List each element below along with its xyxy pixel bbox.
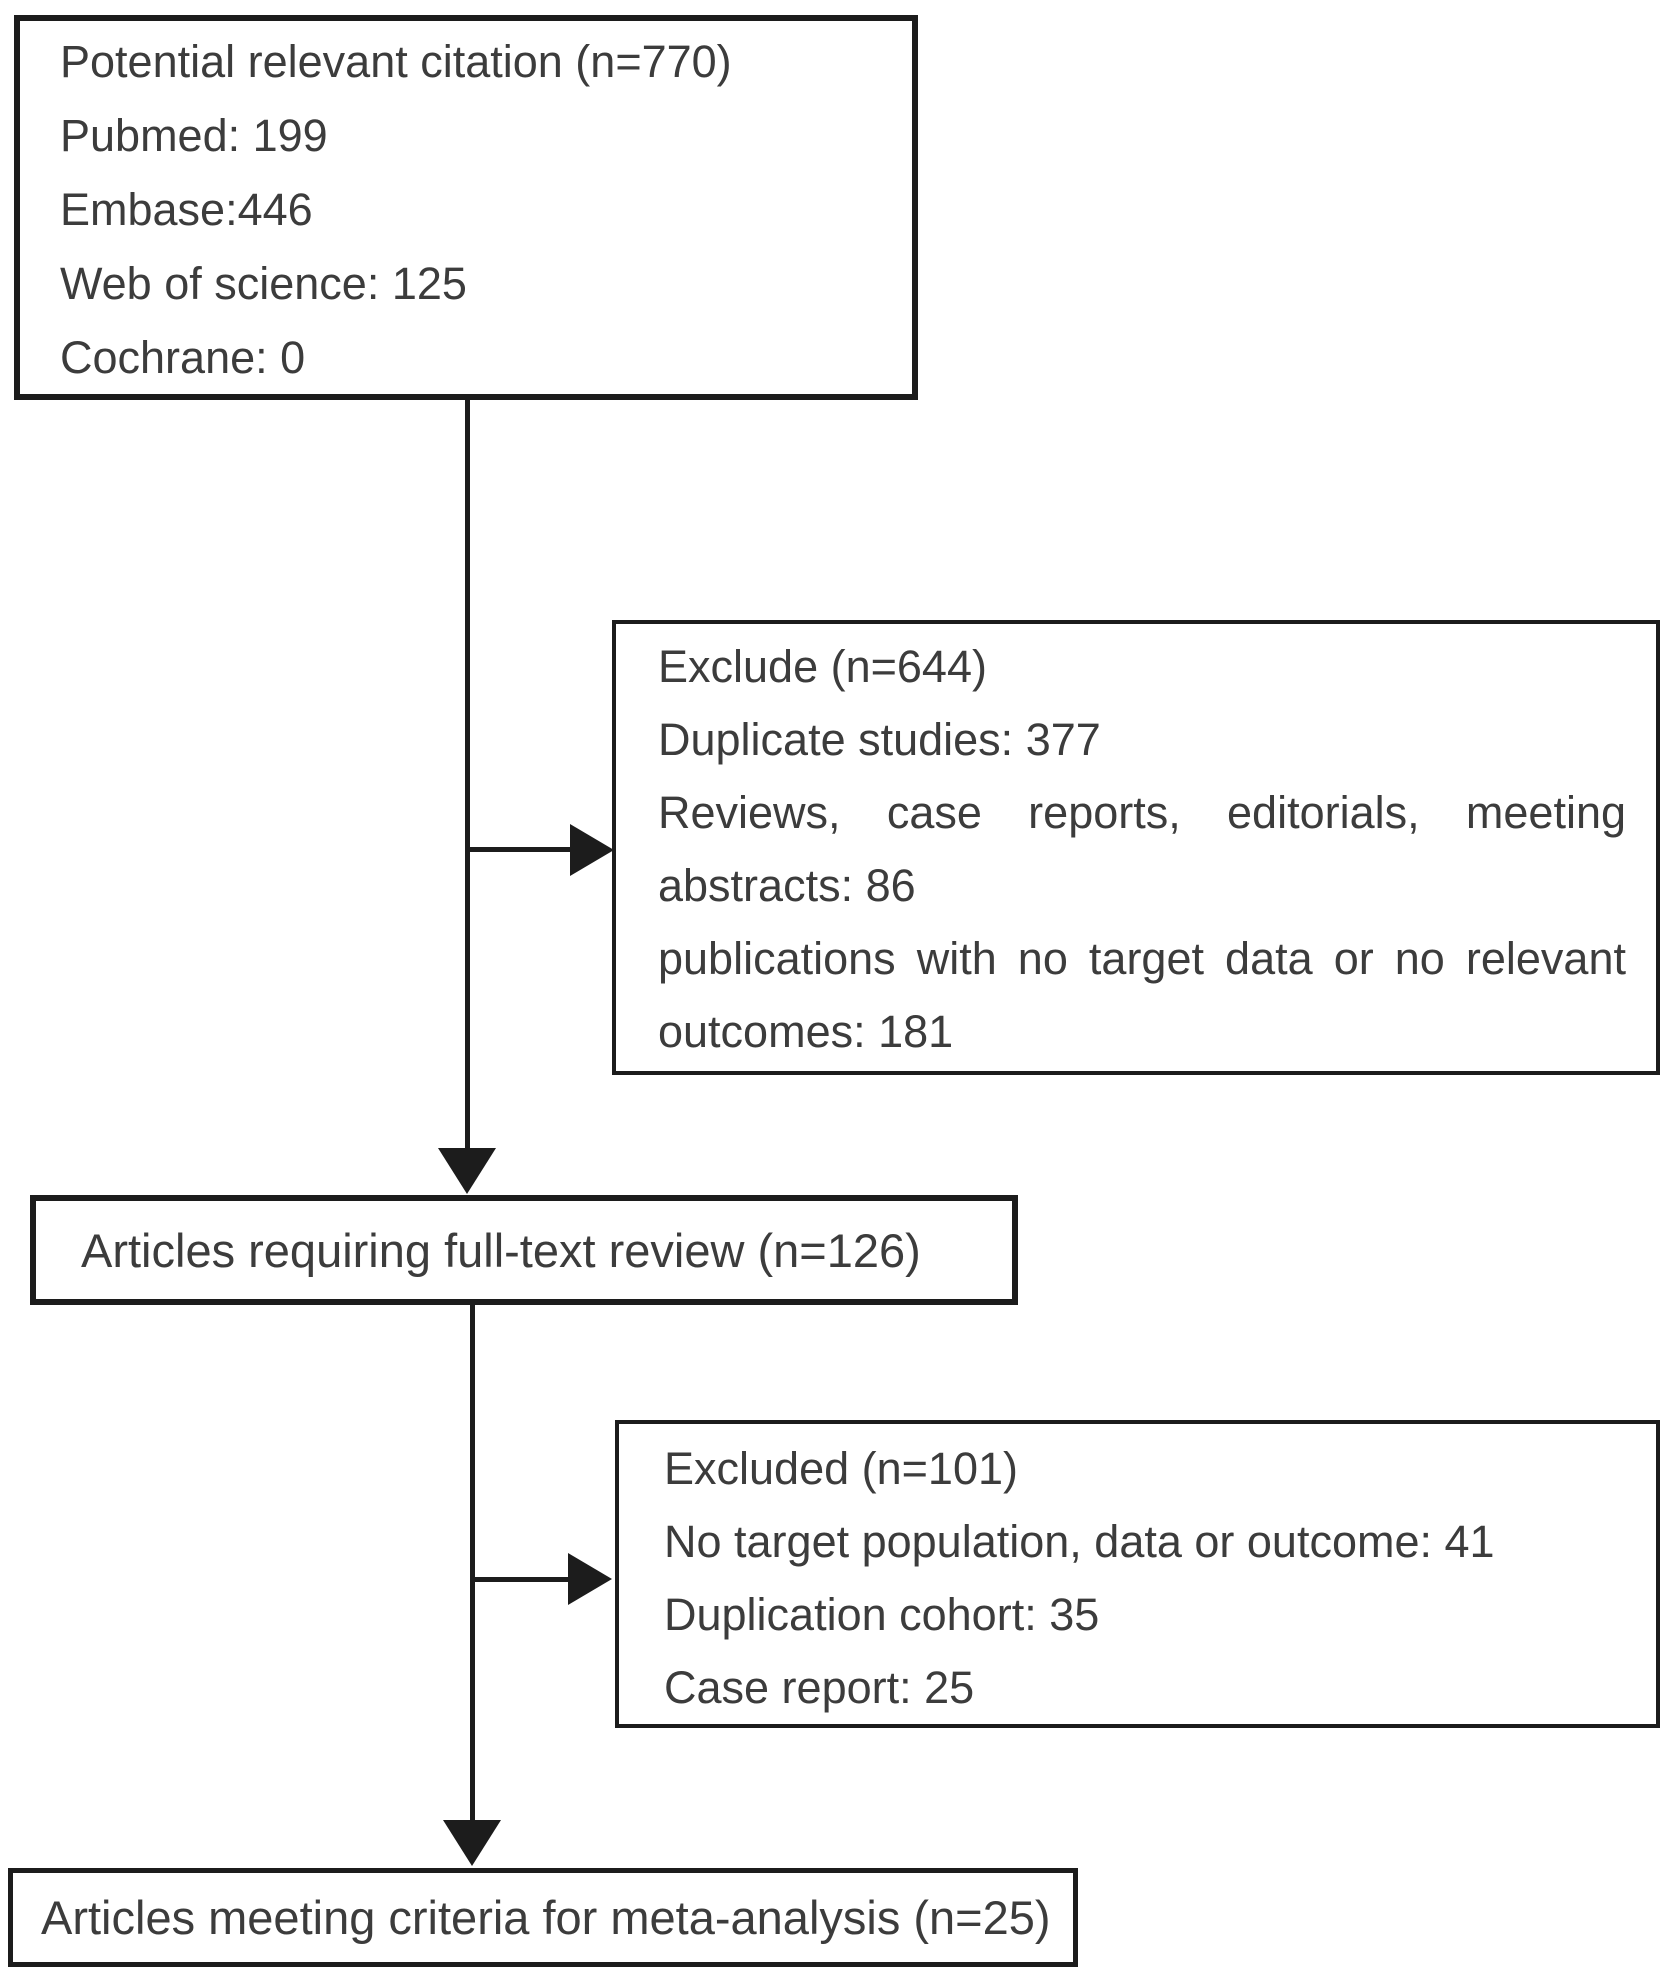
full-text-review-label: Articles requiring full-text review (n=1… xyxy=(81,1223,921,1277)
full-text-exclusion-case-report: Case report: 25 xyxy=(664,1662,975,1713)
screening-exclusion-duplicates: Duplicate studies: 377 xyxy=(658,714,1101,765)
full-text-review-box: Articles requiring full-text review (n=1… xyxy=(30,1195,1018,1305)
screening-exclusion-reviews: Reviews, case reports, editorials, meeti… xyxy=(658,787,1626,911)
screening-exclusion-no-target-data: publications with no target data or no r… xyxy=(658,933,1626,1057)
identification-webofscience-count: Web of science: 125 xyxy=(60,258,467,309)
identification-cochrane-count: Cochrane: 0 xyxy=(60,332,306,383)
connector-line-identification-to-fulltext xyxy=(465,398,470,1150)
arrow-right-icon xyxy=(568,1553,612,1605)
arrow-right-icon xyxy=(570,824,614,876)
included-label: Articles meeting criteria for meta-analy… xyxy=(41,1891,1051,1944)
full-text-exclusion-no-target: No target population, data or outcome: 4… xyxy=(664,1516,1495,1567)
identification-box: Potential relevant citation (n=770) Pubm… xyxy=(14,15,918,400)
arrow-down-icon xyxy=(443,1820,501,1866)
identification-pubmed-count: Pubmed: 199 xyxy=(60,110,328,161)
connector-line-to-fulltext-exclusion xyxy=(472,1577,572,1582)
full-text-exclusion-duplication-cohort: Duplication cohort: 35 xyxy=(664,1589,1100,1640)
connector-line-to-screening-exclusion xyxy=(467,847,575,852)
full-text-exclusion-box: Excluded (n=101) No target population, d… xyxy=(615,1420,1660,1728)
screening-exclusion-box: Exclude (n=644) Duplicate studies: 377 R… xyxy=(612,620,1660,1075)
included-box: Articles meeting criteria for meta-analy… xyxy=(8,1868,1078,1967)
identification-title: Potential relevant citation (n=770) xyxy=(60,36,732,87)
arrow-down-icon xyxy=(438,1148,496,1194)
full-text-exclusion-title: Excluded (n=101) xyxy=(664,1443,1018,1494)
connector-line-fulltext-to-included xyxy=(470,1303,475,1820)
identification-embase-count: Embase:446 xyxy=(60,184,313,235)
screening-exclusion-title: Exclude (n=644) xyxy=(658,641,987,692)
